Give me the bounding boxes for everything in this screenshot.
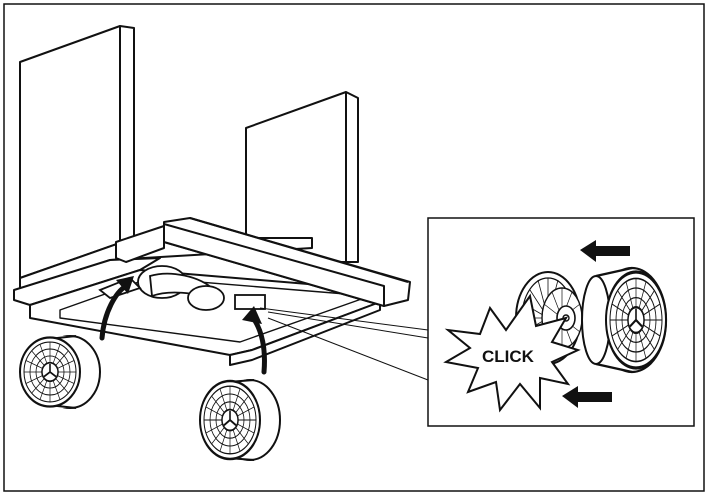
click-label: CLICK	[482, 347, 535, 366]
curved-arrow-head-right	[242, 306, 262, 324]
carbon-filter-right	[198, 379, 281, 461]
callout-lines	[259, 307, 429, 381]
curved-arrow-head-left	[116, 276, 134, 294]
hood-visor	[115, 217, 411, 307]
starburst-icon	[443, 293, 581, 413]
carbon-filter-detail	[581, 266, 668, 374]
left-arrow-icon	[580, 240, 630, 262]
hood-chimney-left	[19, 25, 135, 279]
carbon-filter-left	[18, 335, 101, 409]
left-arrow-icon	[562, 386, 612, 408]
